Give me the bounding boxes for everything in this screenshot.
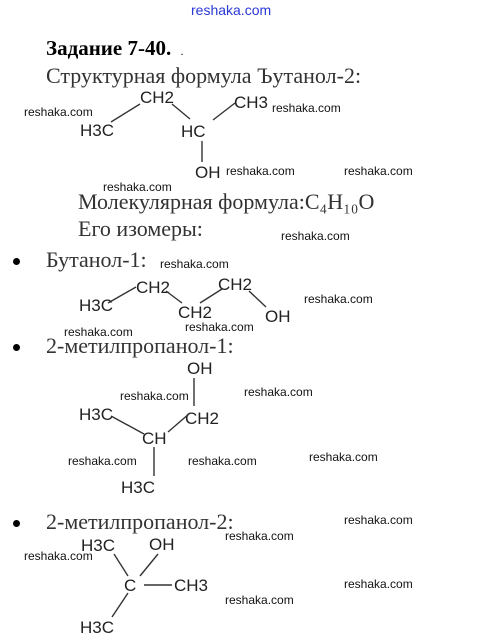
bond-line xyxy=(212,102,236,121)
2-methylpropanol-1-structure: OH H3C CH2 CH H3C xyxy=(79,359,219,497)
isomer-name: 2-метилпропанол-1: xyxy=(46,333,234,358)
watermark-label: reshaka.com xyxy=(244,385,313,399)
watermark-label: reshaka.com xyxy=(103,180,172,194)
atom-label: CH2 xyxy=(136,278,170,297)
task-title: Задание 7-40. . xyxy=(46,36,183,61)
atom-label: OH xyxy=(149,535,175,554)
watermark-label: reshaka.com xyxy=(24,549,93,563)
atom-label: CH2 xyxy=(218,275,252,294)
atom-label: CH3 xyxy=(174,576,208,595)
watermark-label: reshaka.com xyxy=(344,164,413,178)
bond-line xyxy=(110,415,145,435)
task-title-text: Задание 7-40. xyxy=(46,36,172,60)
atom-label: H3C xyxy=(121,478,155,497)
watermark-label: reshaka.com xyxy=(309,450,378,464)
bond-line xyxy=(113,553,129,577)
bond-line xyxy=(111,592,129,618)
watermark-label: reshaka.com xyxy=(304,292,373,306)
bond-line xyxy=(165,290,183,304)
site-watermark-top[interactable]: reshaka.com xyxy=(191,2,272,18)
bullet-icon xyxy=(13,344,20,351)
watermark-label: reshaka.com xyxy=(225,593,294,607)
bond-line xyxy=(110,103,141,123)
isomer-name: Бутанол-1: xyxy=(46,247,147,272)
atom-label: CH3 xyxy=(234,93,268,112)
watermark-label: reshaka.com xyxy=(120,389,189,403)
atom-label: CH2 xyxy=(140,88,174,107)
watermark-label: reshaka.com xyxy=(64,325,133,339)
atom-label: H3C xyxy=(79,405,113,424)
bond-line xyxy=(171,103,191,120)
atom-label: HC xyxy=(181,122,206,141)
atom-label: C xyxy=(124,576,136,595)
watermark-label: reshaka.com xyxy=(226,164,295,178)
2-methylpropanol-2-structure: H3C OH C CH3 H3C xyxy=(80,535,208,637)
molecular-formula-label: Молекулярная формула: xyxy=(78,189,305,214)
atom-label: CH2 xyxy=(185,409,219,428)
butanol-1-structure: H3C CH2 CH2 CH2 OH xyxy=(79,275,291,326)
watermark-label: reshaka.com xyxy=(344,577,413,591)
bond-line xyxy=(167,412,191,433)
atom-label: OH xyxy=(265,307,291,326)
watermark-label: reshaka.com xyxy=(225,529,294,543)
bullet-icon xyxy=(13,520,20,527)
watermark-label: reshaka.com xyxy=(344,513,413,527)
atom-label: H3C xyxy=(80,121,114,140)
task-title-mark: . xyxy=(180,44,184,58)
bond-line xyxy=(107,286,137,304)
watermark-label: reshaka.com xyxy=(188,454,257,468)
molecular-formula-line: Молекулярная формула:C₄H₁₀O xyxy=(78,189,374,215)
watermark-label: reshaka.com xyxy=(185,320,254,334)
atom-label: CH2 xyxy=(178,303,212,322)
bond-line xyxy=(248,290,267,308)
atom-label: OH xyxy=(187,359,213,378)
atom-label: H3C xyxy=(79,296,113,315)
molecular-formula-value: C₄H₁₀O xyxy=(304,189,375,214)
bullet-icon xyxy=(13,258,20,265)
atom-label: H3C xyxy=(80,618,114,637)
watermark-label: reshaka.com xyxy=(24,105,93,119)
watermark-label: reshaka.com xyxy=(160,257,229,271)
watermark-label: reshaka.com xyxy=(281,229,350,243)
butanol-2-structure: H3C CH2 HC CH3 OH xyxy=(80,88,268,182)
atom-label: CH xyxy=(142,429,167,448)
structural-formula-heading: Структурная формула Ъутанол-2: xyxy=(46,63,362,88)
atom-label: OH xyxy=(195,163,221,182)
bond-line xyxy=(139,553,159,577)
watermark-label: reshaka.com xyxy=(68,454,137,468)
bond-line xyxy=(199,288,223,304)
isomers-heading: Его изомеры: xyxy=(78,216,203,241)
atom-label: H3C xyxy=(81,536,115,555)
watermark-label: reshaka.com xyxy=(272,101,341,115)
isomer-name: 2-метилпропанол-2: xyxy=(46,509,234,534)
